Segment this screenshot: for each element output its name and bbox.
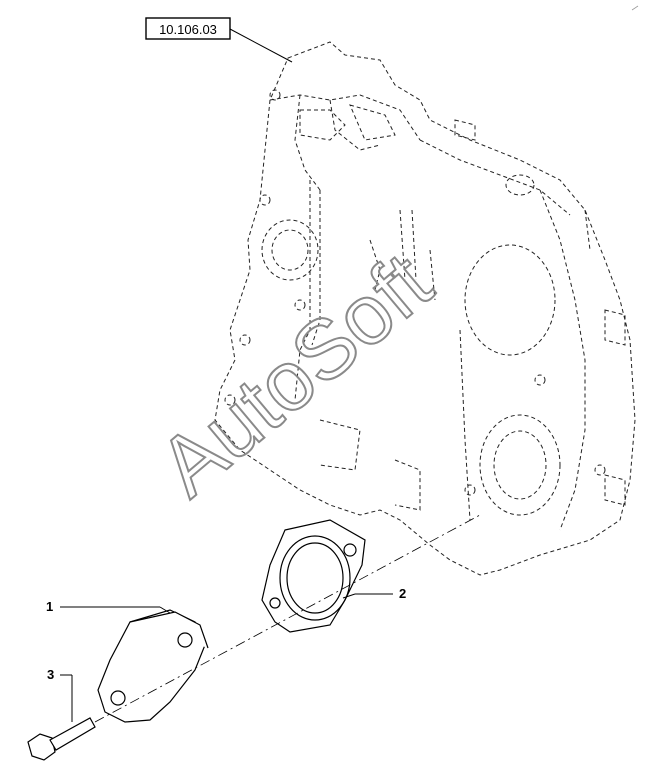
bolt xyxy=(27,717,96,761)
callout-3[interactable]: 3 xyxy=(47,667,73,722)
reference-leader xyxy=(229,28,293,63)
callout-2-number: 2 xyxy=(399,586,406,601)
front-housing xyxy=(214,41,636,576)
callout-1[interactable]: 1 xyxy=(46,599,171,614)
watermark: AutoSoft xyxy=(141,235,448,514)
callout-2[interactable]: 2 xyxy=(342,586,406,601)
corner-mark xyxy=(631,5,639,11)
callout-3-number: 3 xyxy=(47,667,54,682)
assembly-centerline xyxy=(94,514,481,723)
reference-label-text: 10.106.03 xyxy=(159,22,217,37)
gasket xyxy=(261,519,366,633)
reference-label[interactable]: 10.106.03 xyxy=(145,17,231,40)
cover-plate xyxy=(97,609,209,723)
callout-1-number: 1 xyxy=(46,599,53,614)
